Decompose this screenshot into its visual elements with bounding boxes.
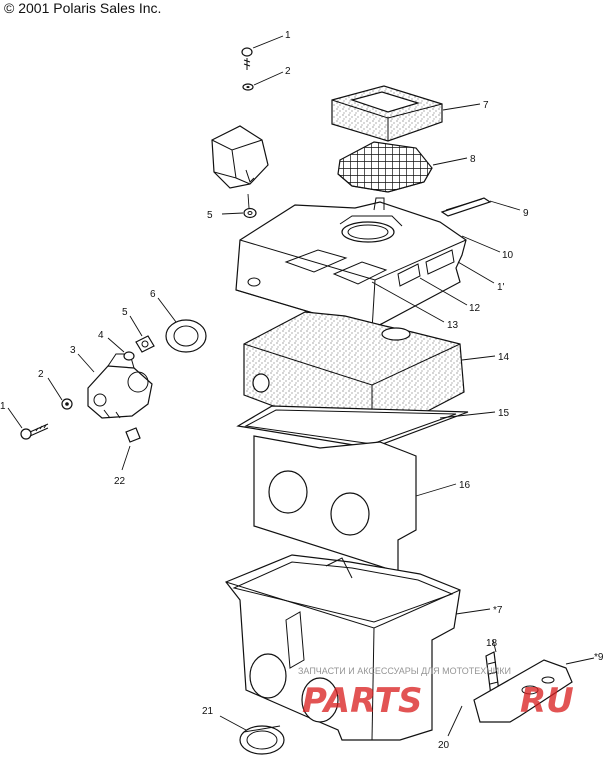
callout-9: 9 xyxy=(523,208,529,219)
foam-prefilter-part-7 xyxy=(331,85,443,142)
callout-21: 21 xyxy=(202,706,214,717)
callout-6: 6 xyxy=(150,289,156,300)
callout-16: 16 xyxy=(459,480,471,491)
callout-12: 12 xyxy=(469,303,481,314)
callout-8: 8 xyxy=(470,154,476,165)
clip-strip-part-9 xyxy=(440,197,492,217)
callout-19: *9 xyxy=(594,652,604,663)
throttle-body-part-3 xyxy=(87,353,153,419)
intake-boot-part-21 xyxy=(239,725,285,755)
callout-1-left: 1 xyxy=(0,401,6,412)
callout-14: 14 xyxy=(498,352,510,363)
callout-2-left: 2 xyxy=(38,369,44,380)
callout-5-left: 5 xyxy=(122,307,128,318)
callout-17: *7 xyxy=(493,605,503,616)
filter-base-plate-part-16 xyxy=(253,435,417,573)
callout-2-top: 2 xyxy=(285,66,291,77)
mounting-bracket-part-19 xyxy=(473,659,573,723)
callout-labels: 1 2 7 8 9 5 10 1' 12 13 6 5 4 3 2 1 14 1… xyxy=(0,30,604,751)
callout-13: 13 xyxy=(447,320,459,331)
watermark-text: ЗАПЧАСТИ И АКСЕССУАРЫ ДЛЯ МОТОТЕХНИКИ xyxy=(298,666,511,676)
copyright-notice: © 2001 Polaris Sales Inc. xyxy=(4,0,162,16)
washer-part-2-top xyxy=(242,83,254,91)
airbox-lid-part-10 xyxy=(235,197,467,331)
seal-ring-part-6 xyxy=(165,319,207,353)
filter-screen-part-8 xyxy=(337,141,433,193)
watermark: ЗАПЧАСТИ И АКСЕССУАРЫ ДЛЯ МОТОТЕХНИКИ PA… xyxy=(298,666,574,721)
intake-duct-cover xyxy=(211,125,269,189)
nut-part-5-top xyxy=(243,207,257,219)
spacer-part-4 xyxy=(123,351,135,361)
callout-1-top: 1 xyxy=(285,30,291,41)
screw-part-1-top xyxy=(241,47,253,70)
watermark-logo-left: PARTS xyxy=(302,681,422,721)
airbox-housing-part-17 xyxy=(225,554,461,741)
callout-3: 3 xyxy=(70,345,76,356)
gasket-part-15 xyxy=(236,405,469,449)
callout-22: 22 xyxy=(114,476,126,487)
screw-part-1-left xyxy=(20,423,49,440)
callout-18: 18 xyxy=(486,638,498,649)
callout-15: 15 xyxy=(498,408,510,419)
nut-part-5-left xyxy=(135,335,155,353)
callout-10: 10 xyxy=(502,250,514,261)
callout-5-top: 5 xyxy=(207,210,213,221)
washer-part-2-left xyxy=(61,398,73,410)
callout-20: 20 xyxy=(438,740,450,751)
callout-11: 1' xyxy=(497,282,505,293)
clip-part-22 xyxy=(125,427,141,443)
callout-7: 7 xyxy=(483,100,489,111)
watermark-logo-right: RU xyxy=(520,681,574,721)
callout-4: 4 xyxy=(98,330,104,341)
